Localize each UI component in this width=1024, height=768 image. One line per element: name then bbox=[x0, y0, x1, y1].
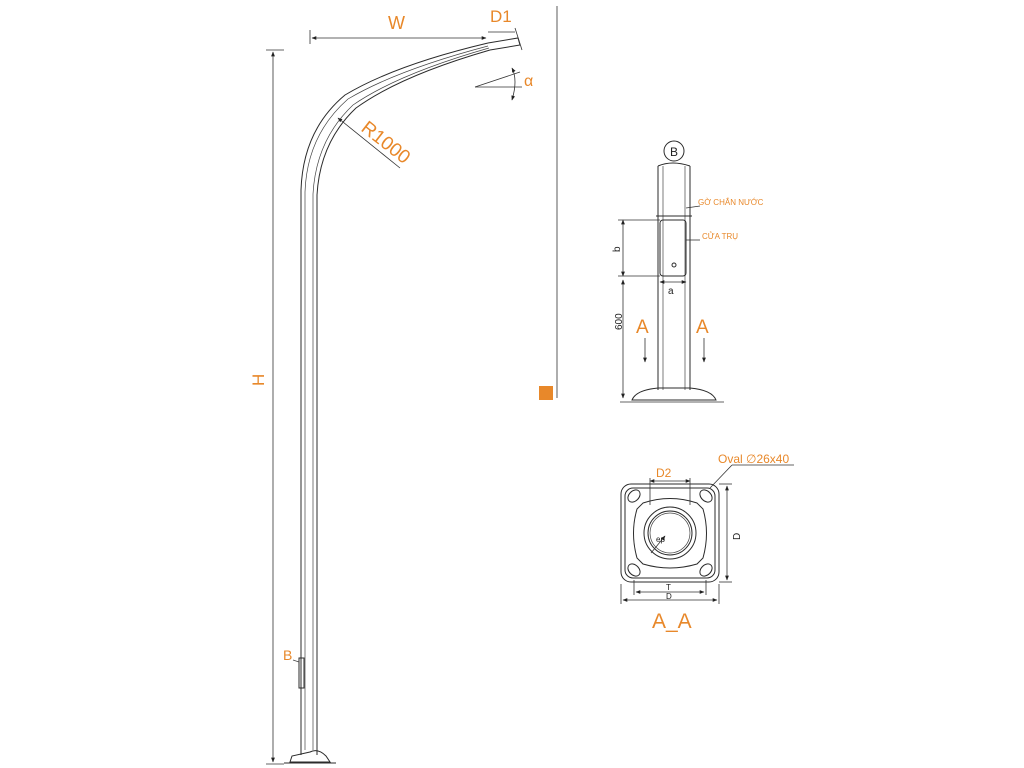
pole-door bbox=[298, 657, 305, 689]
label-section-left: A bbox=[636, 317, 649, 338]
label-d1: D1 bbox=[490, 7, 512, 26]
door-outline bbox=[659, 219, 687, 277]
bolt-hole bbox=[627, 489, 641, 503]
label-alpha: α bbox=[524, 73, 533, 90]
pole-shaft-left bbox=[300, 42, 489, 755]
detail-b-letter: B bbox=[670, 145, 678, 159]
base-plate-outer bbox=[620, 483, 720, 583]
label-section-right: A bbox=[696, 317, 709, 338]
label-detail-b: B bbox=[283, 647, 292, 663]
label-radius: R1000 bbox=[357, 117, 414, 168]
label-d2: D2 bbox=[656, 466, 672, 480]
pole-elevation bbox=[266, 6, 558, 765]
pole-base bbox=[289, 750, 331, 763]
label-w: W bbox=[388, 13, 405, 33]
orange-marker bbox=[539, 386, 553, 400]
pole-circle-outer bbox=[643, 506, 697, 560]
detail-base bbox=[631, 387, 717, 401]
label-d-bottom: D bbox=[666, 592, 672, 601]
label-height: H bbox=[249, 374, 268, 386]
label-ep: ep bbox=[656, 535, 665, 544]
section-a-a bbox=[620, 464, 794, 604]
section-title: A_A bbox=[652, 610, 692, 633]
label-t: T bbox=[666, 583, 671, 592]
bolt-hole bbox=[699, 563, 713, 577]
label-door: CỬA TRỤ bbox=[702, 232, 738, 241]
pole-shaft-right bbox=[316, 49, 491, 755]
label-water-collar: GỜ CHẮN NƯỚC bbox=[698, 198, 764, 207]
detail-b-view bbox=[618, 140, 724, 403]
label-dim-600: 600 bbox=[614, 313, 625, 330]
label-dim-b: b bbox=[612, 246, 623, 252]
label-d-side: D bbox=[732, 533, 743, 540]
label-dim-a: a bbox=[668, 286, 674, 297]
bolt-hole bbox=[627, 563, 641, 577]
label-oval: Oval ∅26x40 bbox=[718, 452, 789, 466]
detail-b-circle bbox=[663, 140, 685, 162]
arm-tip bbox=[487, 37, 521, 51]
bolt-hole bbox=[699, 489, 713, 503]
